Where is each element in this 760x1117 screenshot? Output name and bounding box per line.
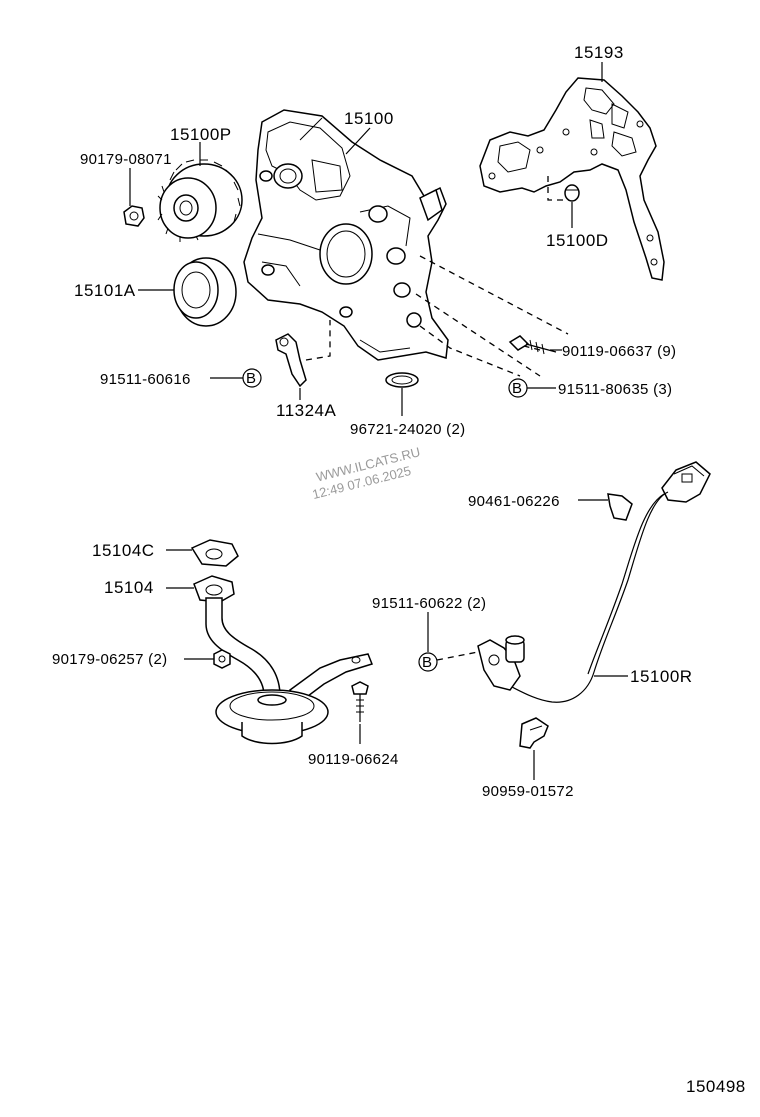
label-15104[interactable]: 15104	[104, 578, 154, 597]
dashed-leader-bolt-upper	[419, 255, 569, 335]
label-15100D[interactable]: 15100D	[546, 231, 609, 250]
nut-90179-06257[interactable]	[213, 649, 231, 669]
label-91511-60622[interactable]: 91511-60622 (2)	[372, 595, 486, 612]
label-15193[interactable]: 15193	[574, 43, 624, 62]
nut-90179-08071[interactable]	[123, 205, 145, 227]
label-15100P[interactable]: 15100P	[170, 125, 232, 144]
clip-90461-06226[interactable]	[607, 493, 633, 521]
watermark: WWW.ILCATS.RU 12:49 07.06.2025	[311, 444, 422, 502]
label-90119-06624[interactable]: 90119-06624	[308, 751, 399, 768]
sensor-15100R[interactable]	[477, 461, 711, 703]
label-11324A[interactable]: 11324A	[276, 401, 337, 420]
leader-15100	[345, 127, 371, 155]
dashed-leader-15100D	[547, 176, 570, 201]
label-91511-60616[interactable]: 91511-60616	[100, 371, 191, 388]
label-90959-01572[interactable]: 90959-01572	[482, 783, 574, 800]
gear-15100P[interactable]	[157, 159, 243, 242]
callout-b-91511-80635[interactable]: B	[508, 378, 528, 398]
gasket-15193[interactable]	[479, 77, 665, 281]
bolt-90119-06637[interactable]	[508, 335, 557, 355]
label-90179-06257[interactable]: 90179-06257 (2)	[52, 651, 167, 668]
oring-96721-24020[interactable]	[385, 372, 419, 388]
label-90179-08071[interactable]: 90179-08071	[80, 151, 172, 168]
gasket-15104C[interactable]	[190, 539, 239, 567]
oil-pump-15100[interactable]	[243, 109, 449, 361]
label-15104C[interactable]: 15104C	[92, 541, 155, 560]
bracket-11324A[interactable]	[275, 333, 307, 388]
bolt-90119-06624[interactable]	[351, 681, 369, 722]
page-code: 150498	[686, 1077, 746, 1096]
label-90461-06226[interactable]: 90461-06226	[468, 493, 560, 510]
label-90119-06637[interactable]: 90119-06637 (9)	[562, 343, 676, 360]
callout-b-letter: B	[422, 654, 432, 671]
dashed-leader-91511-60622	[436, 651, 479, 661]
callout-b-letter: B	[512, 380, 522, 397]
label-15100[interactable]: 15100	[344, 109, 394, 128]
label-15100R[interactable]: 15100R	[630, 667, 693, 686]
dashed-leader-bolt-lower	[415, 293, 541, 377]
dashed-leader-bolt-3	[419, 325, 521, 377]
label-91511-80635[interactable]: 91511-80635 (3)	[558, 381, 672, 398]
label-15101A[interactable]: 15101A	[74, 281, 136, 300]
plug-15100D[interactable]	[564, 184, 580, 202]
callout-b-91511-60616[interactable]: B	[242, 368, 262, 388]
dashed-leader-11324A	[305, 320, 331, 361]
callout-b-91511-60622[interactable]: B	[418, 652, 438, 672]
seal-15101A[interactable]	[173, 257, 237, 327]
label-96721-24020[interactable]: 96721-24020 (2)	[350, 421, 465, 438]
callout-b-letter: B	[246, 370, 256, 387]
clamp-90959-01572[interactable]	[519, 717, 549, 749]
